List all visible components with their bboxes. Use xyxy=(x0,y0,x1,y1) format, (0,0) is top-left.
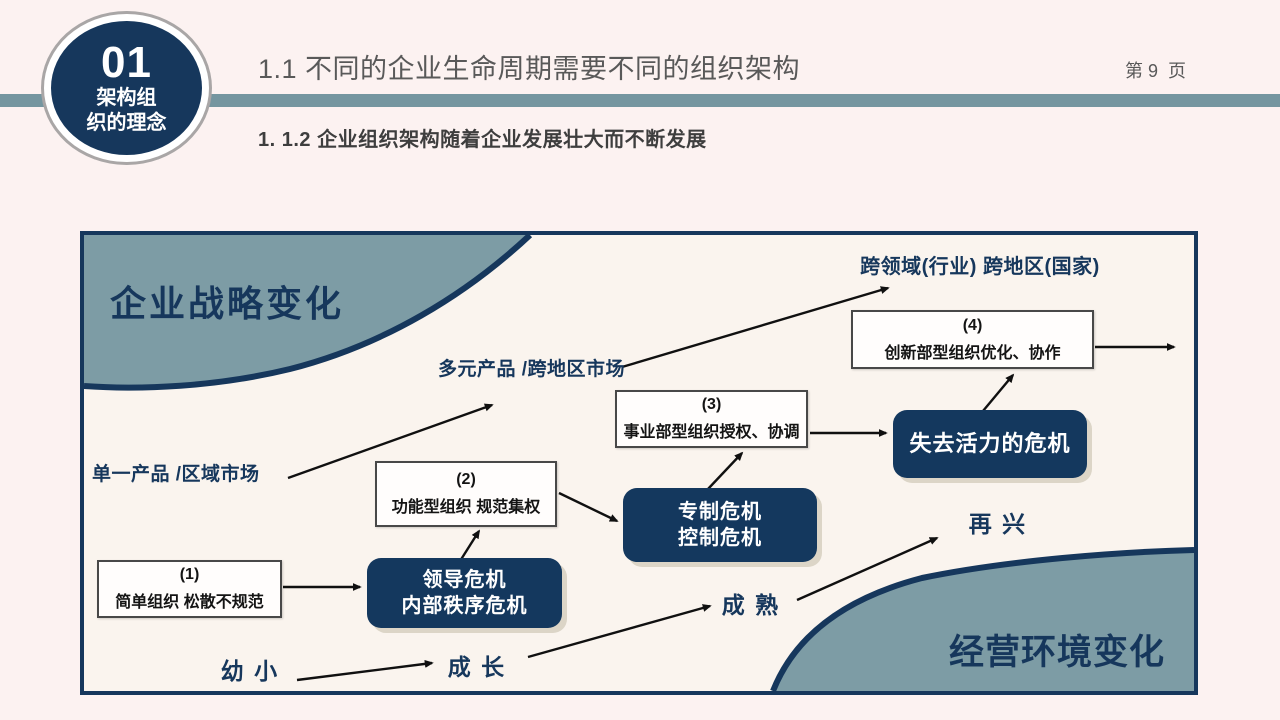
stage-box-text: 简单组织 松散不规范 xyxy=(115,594,264,611)
strategy-change-label: 企业战略变化 xyxy=(110,283,345,324)
crisis-box-autocracy-control: 专制危机 控制危机 xyxy=(623,488,817,562)
environment-change-label: 经营环境变化 xyxy=(948,633,1165,672)
stage-box-number: (2) xyxy=(456,471,476,488)
stage-box-number: (3) xyxy=(701,396,722,413)
arrow-maturity-to-revival xyxy=(796,536,939,602)
section-number: 01 xyxy=(101,37,152,87)
lifecycle-label-revival: 再 兴 xyxy=(968,511,1028,537)
slide-subtitle: 1. 1.2 企业组织架构随着企业发展壮大而不断发展 xyxy=(258,129,707,151)
header-accent-band xyxy=(0,94,1280,107)
lifecycle-label-maturity: 成 熟 xyxy=(721,592,781,618)
strategy-corner-shape xyxy=(84,235,533,391)
stage-box-number: (4) xyxy=(962,316,983,334)
stage-box-3-divisional-organization: (3) 事业部型组织授权、协调 xyxy=(615,390,808,448)
stage-box-1-simple-organization: (1) 简单组织 松散不规范 xyxy=(97,560,282,618)
crisis-line: 控制危机 xyxy=(678,527,762,549)
crisis-line: 失去活力的危机 xyxy=(909,430,1071,456)
crisis-box-leadership: 领导危机 内部秩序危机 xyxy=(367,558,562,628)
crisis-line: 专制危机 xyxy=(678,501,762,523)
arrow-vitality-crisis-to-box4 xyxy=(982,373,1015,412)
page-number: 第 9 页 xyxy=(1125,61,1187,81)
stage-box-4-innovative-organization: (4) 创新部型组织优化、协作 xyxy=(851,310,1094,369)
arrow-multi-to-cross xyxy=(621,286,890,369)
arrow-infancy-to-growth xyxy=(296,659,434,682)
cross-domain-market-label: 跨领域(行业) 跨地区(国家) xyxy=(860,256,1100,278)
stage-box-2-functional-organization: (2) 功能型组织 规范集权 xyxy=(375,461,557,527)
lifecycle-label-infancy: 幼 小 xyxy=(220,658,280,684)
arrow-growth-to-maturity xyxy=(527,604,712,659)
crisis-box-loss-of-vitality: 失去活力的危机 xyxy=(893,410,1087,478)
environment-corner-shape xyxy=(770,547,1194,691)
crisis-line: 领导危机 xyxy=(422,569,507,591)
lifecycle-diagram: 企业战略变化 经营环境变化 跨领域(行业) 跨地区(国家) 多元产品 /跨地区市… xyxy=(80,231,1198,695)
section-label-line2: 织的理念 xyxy=(86,112,167,135)
crisis-line: 内部秩序危机 xyxy=(401,595,528,617)
arrow-box2-to-autocracy-crisis xyxy=(558,491,619,523)
diagram-shapes-and-arrows-layer xyxy=(84,235,1194,691)
slide-title: 1.1 不同的企业生命周期需要不同的组织架构 xyxy=(258,54,801,84)
stage-box-text: 事业部型组织授权、协调 xyxy=(623,424,800,441)
lifecycle-label-growth: 成 长 xyxy=(447,654,507,680)
multi-product-market-label: 多元产品 /跨地区市场 xyxy=(438,359,626,380)
stage-box-number: (1) xyxy=(179,566,200,583)
stage-box-text: 功能型组织 规范集权 xyxy=(391,499,541,516)
arrow-autocracy-crisis-to-box3 xyxy=(707,451,744,490)
single-product-market-label: 单一产品 /区域市场 xyxy=(92,464,260,485)
stage-box-text: 创新部型组织优化、协作 xyxy=(884,344,1061,362)
section-label-line1: 架构组 xyxy=(96,87,157,110)
flow-arrows xyxy=(283,286,1176,682)
arrow-single-to-multi xyxy=(287,403,494,480)
section-badge: 01 架构组 织的理念 xyxy=(44,14,209,162)
